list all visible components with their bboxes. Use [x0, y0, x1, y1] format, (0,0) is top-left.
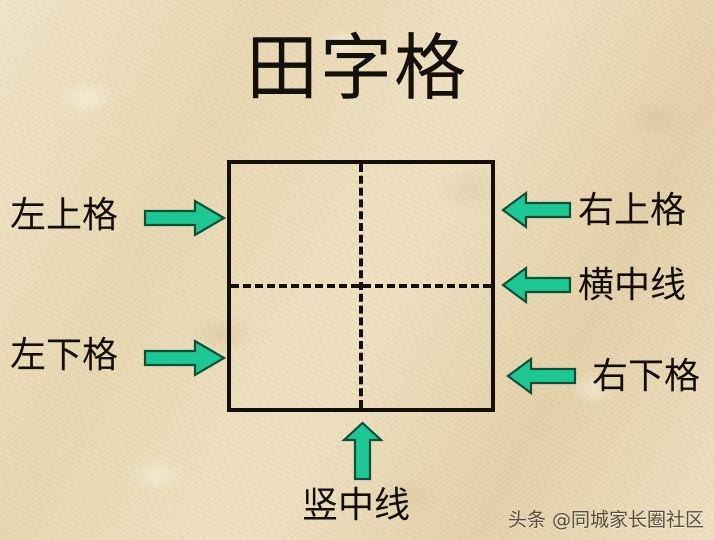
watermark: 头条 @同城家长圈社区 [507, 509, 704, 531]
page-title: 田字格 [245, 26, 468, 110]
arrow-left-horizontal-mid-line [500, 265, 572, 305]
tian-zi-ge-grid [227, 160, 495, 412]
label-bottom-right-cell: 右下格 [592, 356, 701, 397]
arrow-up-vertical-mid-line [341, 421, 385, 481]
label-horizontal-mid-line: 横中线 [578, 265, 687, 306]
label-vertical-mid-line: 竖中线 [302, 485, 411, 526]
label-top-right-cell: 右上格 [578, 190, 687, 231]
arrow-right-bottom-left-cell [143, 338, 227, 378]
label-top-left-cell: 左上格 [10, 195, 119, 236]
arrow-left-top-right-cell [500, 190, 572, 230]
label-bottom-left-cell: 左下格 [10, 335, 119, 376]
arrow-right-top-left-cell [143, 198, 227, 238]
arrow-left-bottom-right-cell [505, 356, 577, 396]
horizontal-center-line [231, 284, 491, 288]
